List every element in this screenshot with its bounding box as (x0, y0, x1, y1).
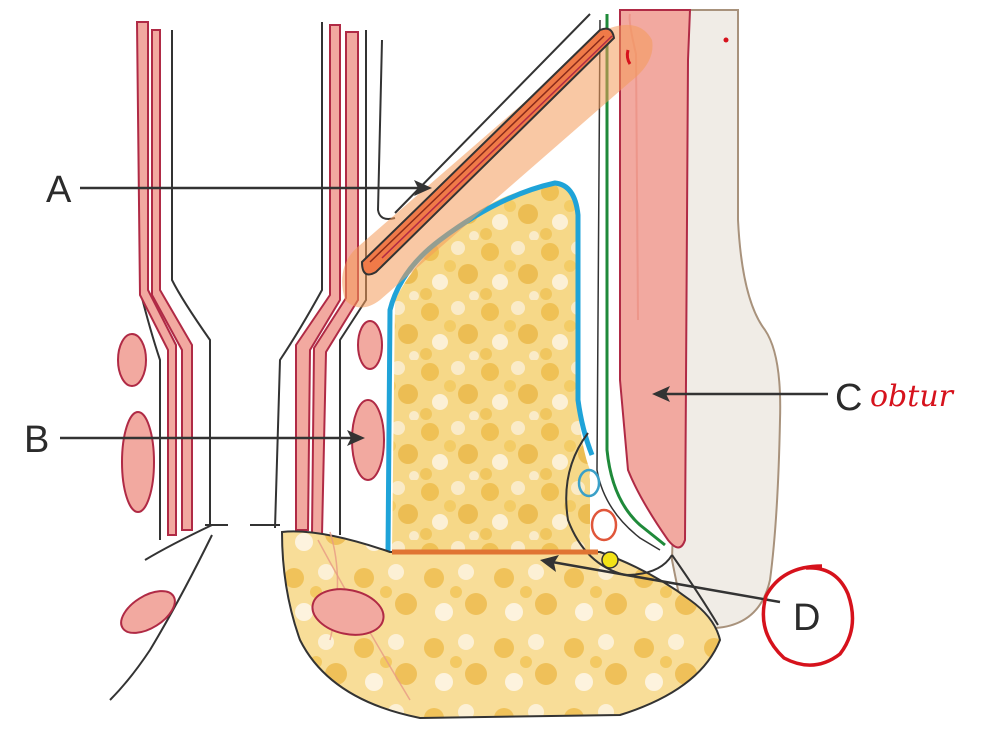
label-a-group: A (46, 169, 432, 211)
left-lower-oval (114, 583, 182, 642)
left-muscle-oval-lower (122, 412, 154, 512)
label-d: D (793, 597, 820, 639)
label-a: A (46, 169, 72, 211)
annotation-dot (724, 38, 729, 43)
nerve-circle (602, 552, 618, 568)
artery-circle (592, 510, 616, 540)
left-muscle-oval-upper (118, 334, 146, 386)
left-canal-wall (118, 22, 210, 540)
obturator-muscle (620, 10, 690, 548)
right-muscle-oval-upper (358, 321, 382, 369)
label-b: B (24, 419, 49, 461)
label-c: C (835, 377, 862, 419)
handwritten-note: obtur (870, 379, 955, 414)
